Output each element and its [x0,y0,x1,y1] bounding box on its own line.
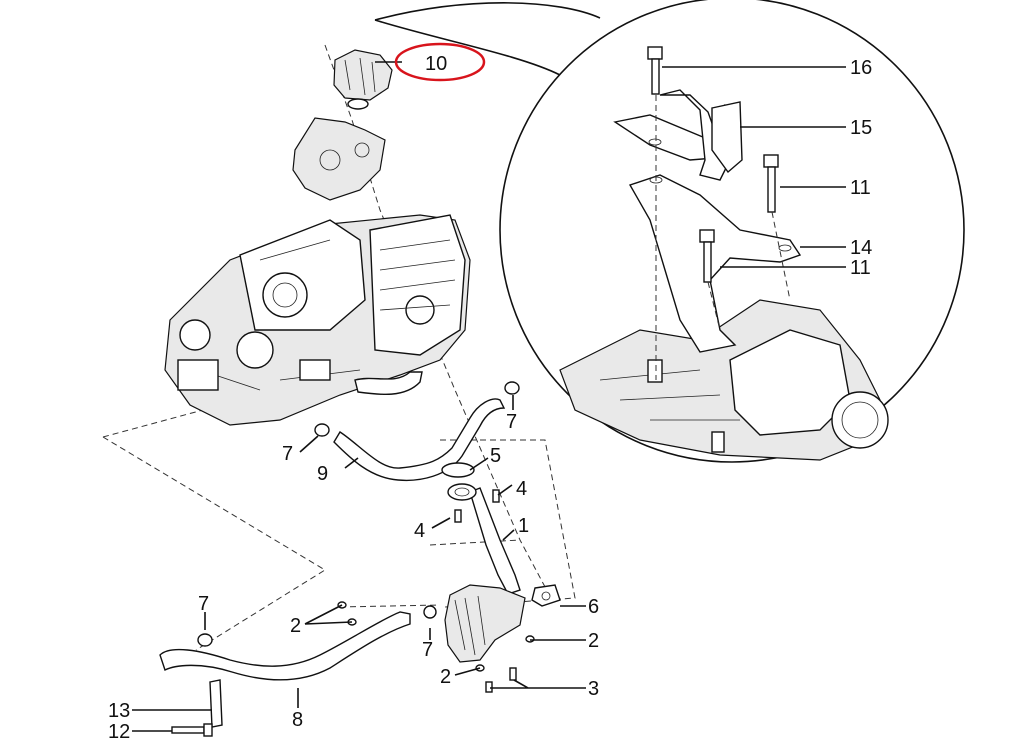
egr-cooler-assembly [423,584,526,663]
callout-4-left: 4 [414,520,425,542]
bolt-part-16 [647,46,663,380]
leader-lines [132,61,846,732]
egr-pipe-part-1 [469,487,521,595]
bolt-part-12 [171,723,213,737]
detail-magnifier [374,0,965,463]
callout-6: 6 [588,596,599,618]
coolant-hose-part-9 [333,398,506,482]
callout-9: 9 [317,463,328,485]
callout-8: 8 [292,709,303,731]
coolant-pipe-part-8 [159,611,411,681]
callout-2-right: 2 [588,630,599,652]
callout-4-right: 4 [516,478,527,500]
highlight-ellipse [394,42,486,82]
mount-bracket-assembly [292,117,386,201]
gasket-part-6 [531,584,561,607]
callout-labels: 10 16 15 11 14 11 7 7 9 5 4 4 1 7 2 6 7 … [108,53,872,743]
callout-7-lower-left: 7 [198,593,209,615]
callout-11-upper: 11 [850,177,871,199]
zoomed-housing [559,299,889,461]
bracket-part-14 [628,174,802,353]
bolt-part-11-lower [699,229,721,331]
engine-block [164,214,471,426]
callout-14: 14 [850,237,872,259]
callout-3: 3 [588,678,599,700]
hose-upper [354,371,423,396]
callout-11-lower: 11 [850,257,871,279]
callout-12: 12 [108,721,130,743]
pipe-flange-part-5 [441,462,477,501]
callout-16: 16 [850,57,872,79]
callout-13: 13 [108,700,130,722]
callout-5: 5 [490,445,501,467]
callout-1: 1 [518,515,529,537]
callout-7-left: 7 [282,443,293,465]
callout-10: 10 [425,53,447,75]
callout-2-left: 2 [290,615,301,637]
small-fasteners [197,381,535,693]
callout-7-right: 7 [506,411,517,433]
callout-2-bottom: 2 [440,666,451,688]
bolt-part-11-upper [763,154,791,301]
callout-7-lower-mid: 7 [422,639,433,661]
callout-15: 15 [850,117,872,139]
valve-part-10 [333,49,393,110]
support-bracket-part-13 [209,679,223,728]
